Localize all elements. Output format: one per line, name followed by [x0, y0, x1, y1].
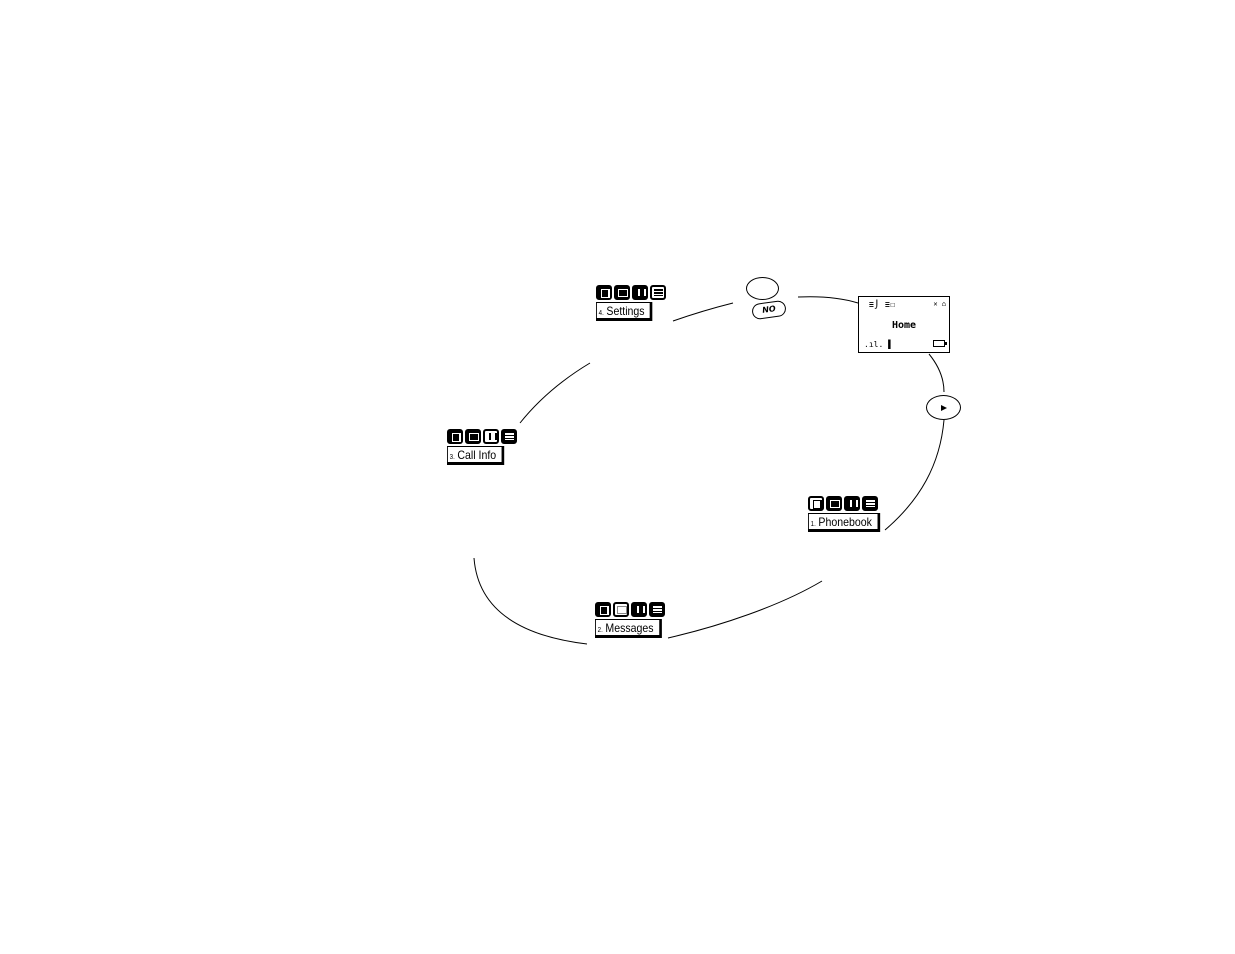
call-info-icon — [632, 285, 648, 300]
menu-title: Messages — [605, 621, 654, 635]
menu-label: 2.Messages — [595, 619, 662, 638]
connector-phonebook-to-messages — [667, 580, 823, 639]
settings-list-icon — [862, 496, 878, 511]
right-arrow-icon — [941, 405, 947, 411]
book-icon — [595, 602, 611, 617]
signal-strength: .ıl. ▌ — [864, 340, 893, 349]
call-info-icon — [631, 602, 647, 617]
status-indicators: ≡⌡ ≡☐ — [869, 300, 896, 309]
menu-icon-row — [447, 429, 517, 444]
book-icon — [596, 285, 612, 300]
menu-label: 3.Call Info — [447, 446, 505, 465]
menu-icon-row — [595, 602, 665, 617]
battery-icon — [933, 340, 947, 347]
menu-number: 4. — [598, 310, 604, 317]
settings-list-icon — [501, 429, 517, 444]
menu-title: Call Info — [457, 448, 497, 462]
home-label: Home — [891, 320, 917, 331]
status-icons-right: ✕ ⌂ — [933, 300, 946, 308]
connector-callinfo-to-settings — [519, 362, 591, 424]
call-info-icon — [483, 429, 499, 444]
menu-number: 1. — [810, 521, 816, 528]
book-icon — [808, 496, 824, 511]
menu-number: 3. — [449, 454, 455, 461]
envelope-icon — [614, 285, 630, 300]
envelope-icon — [826, 496, 842, 511]
envelope-icon — [613, 602, 629, 617]
connector-end-to-home — [797, 296, 859, 304]
connector-arrow-to-phonebook — [884, 419, 945, 531]
right-arrow-key-button[interactable] — [926, 395, 961, 420]
call-info-icon — [844, 496, 860, 511]
menu-title: Phonebook — [818, 515, 872, 529]
envelope-icon — [465, 429, 481, 444]
settings-list-icon — [650, 285, 666, 300]
menu-title: Settings — [606, 304, 645, 318]
end-key-button[interactable] — [746, 277, 779, 300]
menu-label: 4.Settings — [596, 302, 653, 321]
settings-list-icon — [649, 602, 665, 617]
connector-home-to-arrow — [928, 353, 945, 393]
connector-settings-to-end — [672, 302, 734, 322]
menu-icon-row — [808, 496, 878, 511]
menu-number: 2. — [597, 627, 603, 634]
connector-messages-to-callinfo — [473, 557, 588, 645]
menu-icon-row — [596, 285, 666, 300]
menu-label: 1.Phonebook — [808, 513, 880, 532]
book-icon — [447, 429, 463, 444]
home-screen: ≡⌡ ≡☐ ✕ ⌂ Home .ıl. ▌ — [858, 296, 950, 353]
